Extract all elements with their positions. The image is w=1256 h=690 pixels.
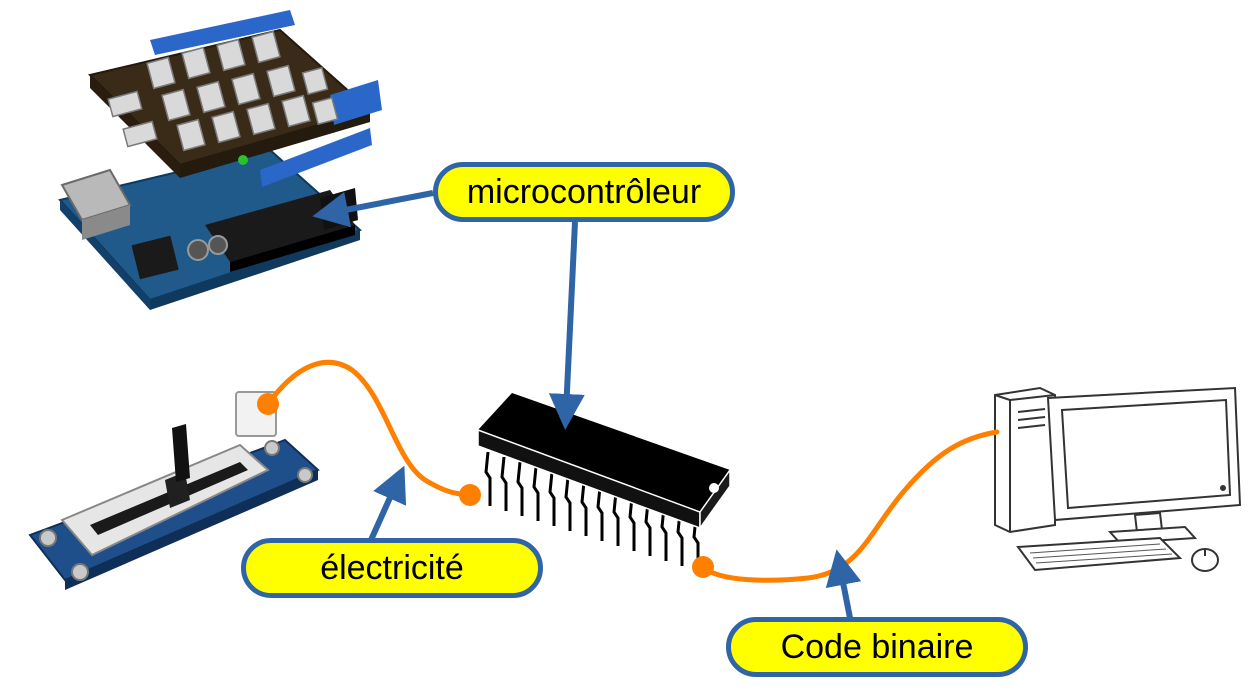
binary-code-label: Code binaire <box>780 627 974 666</box>
arrow-to-microcontroller-board <box>312 190 434 228</box>
microcontroller-callout: microcontrôleur <box>433 162 735 222</box>
wire-potentiometer-to-chip <box>257 359 481 506</box>
arrow-electricity <box>368 465 407 542</box>
binary-code-callout: Code binaire <box>726 617 1028 677</box>
arrow-to-chip <box>548 221 585 430</box>
dip-chip-icon <box>477 393 731 571</box>
desktop-computer-icon <box>994 386 1242 572</box>
arrow-binary-code <box>825 549 862 619</box>
electricity-label: électricité <box>320 548 464 587</box>
microcontroller-label: microcontrôleur <box>466 172 702 211</box>
slide-potentiometer-module-icon <box>28 391 320 590</box>
arduino-board-with-shield-icon <box>58 10 382 310</box>
wire-chip-to-computer <box>692 429 1000 583</box>
electricity-callout: électricité <box>241 538 543 598</box>
